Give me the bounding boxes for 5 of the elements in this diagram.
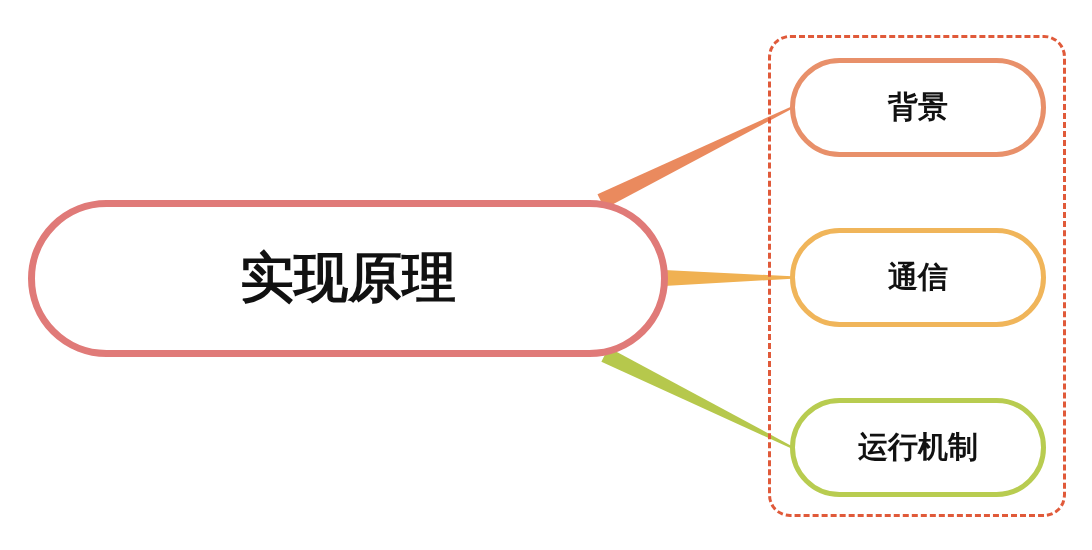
dashed-group-box [768, 35, 1066, 517]
topic-text: 背景 [888, 88, 948, 126]
topic-text: 通信 [888, 258, 948, 296]
topic-text: 运行机制 [858, 428, 978, 466]
topic-text: 实现原理 [240, 245, 456, 311]
